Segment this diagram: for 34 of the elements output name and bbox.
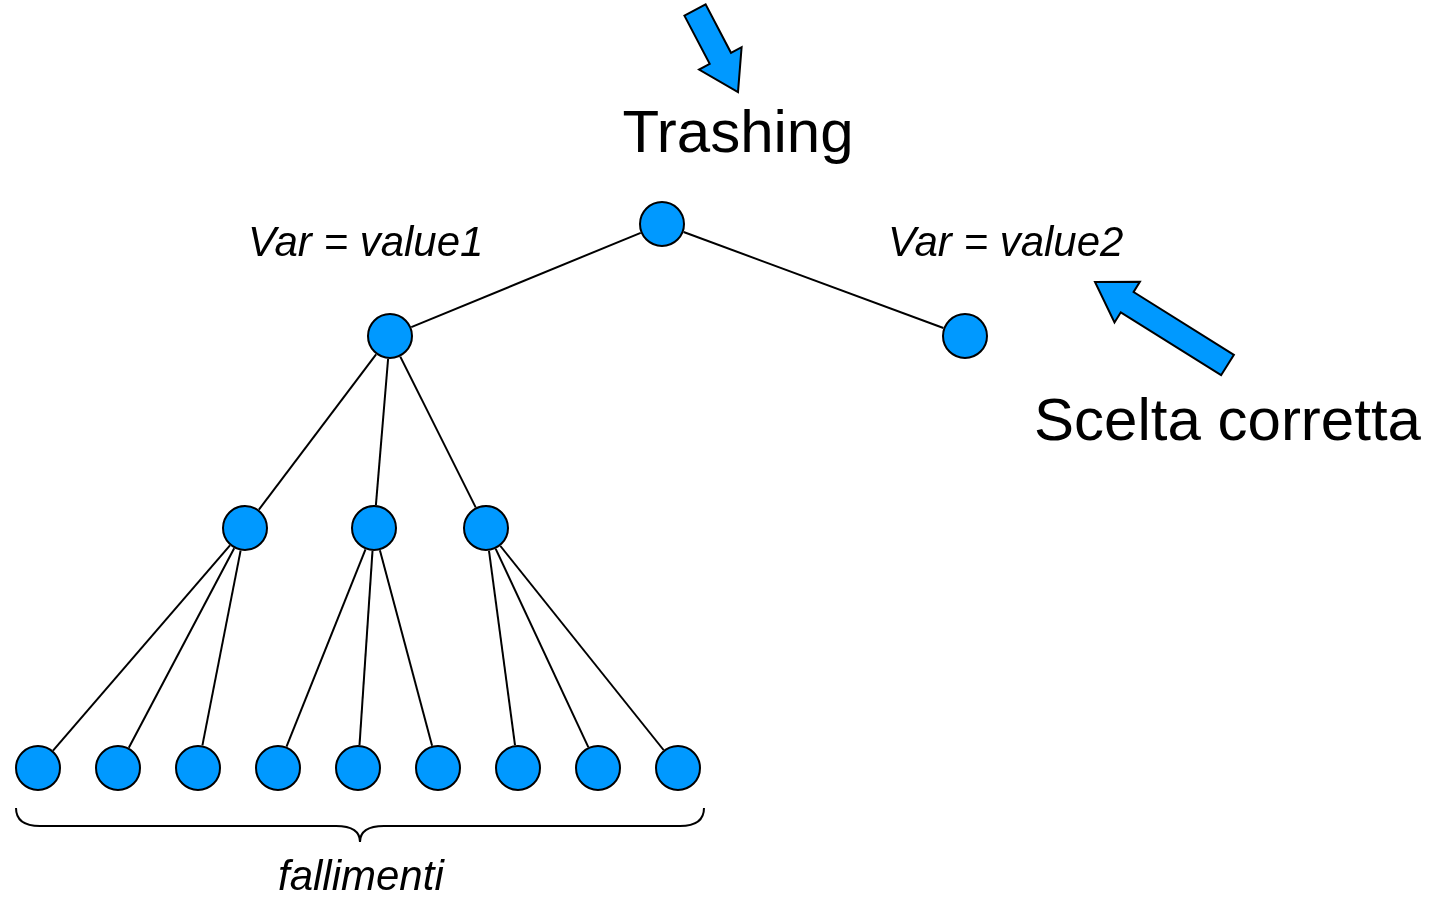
tree-edge (682, 231, 945, 329)
tree-node-circle (15, 745, 61, 791)
tree-node-circle (415, 745, 461, 791)
tree-node-circle (655, 745, 701, 791)
tree-edge (488, 549, 516, 747)
tree-edge (378, 549, 434, 747)
tree-edge (257, 353, 378, 511)
tree-node-circle (575, 745, 621, 791)
tree-edge (399, 355, 477, 509)
tree-node-circle (335, 745, 381, 791)
tree-edge (499, 545, 665, 751)
tree-node-circle (351, 505, 397, 551)
tree-edge (127, 547, 236, 749)
tree-edge (410, 231, 642, 329)
text-label: Trashing (588, 92, 888, 172)
block-arrow (1093, 280, 1236, 377)
text-label: Scelta corretta (1015, 365, 1440, 475)
tree-node-circle (639, 201, 685, 247)
block-arrow (683, 3, 743, 94)
brace-label: fallimenti (278, 852, 444, 900)
tree-edge (52, 544, 231, 752)
tree-node-circle (942, 313, 988, 359)
tree-node-circle (95, 745, 141, 791)
tree-node-circle (255, 745, 301, 791)
tree-node-circle (495, 745, 541, 791)
tree-node-circle (222, 505, 268, 551)
tree-node-circle (367, 313, 413, 359)
tree-edge (285, 548, 367, 748)
tree-edge (358, 549, 374, 747)
tree-edge (374, 357, 390, 507)
tree-node-circle (463, 505, 509, 551)
tree-node-circle (175, 745, 221, 791)
tree-edge (494, 547, 590, 749)
tree-edge (201, 549, 242, 747)
